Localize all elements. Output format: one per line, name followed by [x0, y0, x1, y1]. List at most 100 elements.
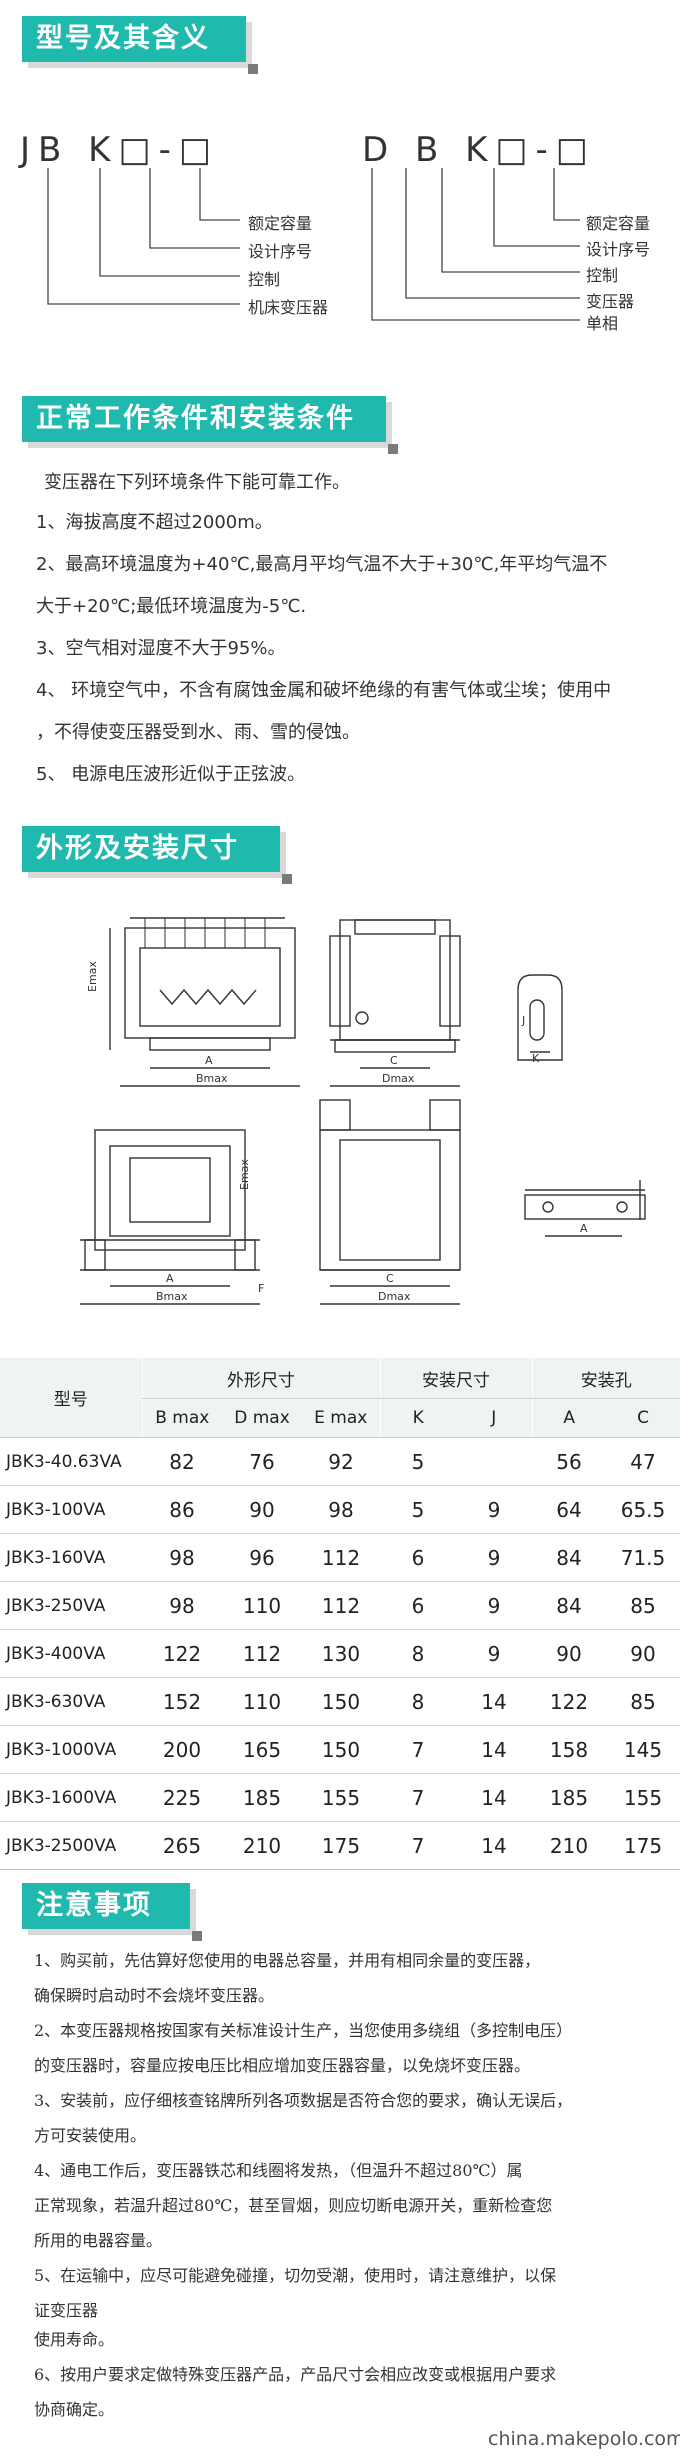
model-right-label-1: 额定容量 [586, 214, 651, 233]
table-cell: 158 [532, 1725, 606, 1774]
label-a-1: A [205, 1054, 213, 1067]
table-cell: 56 [532, 1437, 606, 1486]
section-title-dimensions: 外形及安装尺寸 [22, 826, 292, 884]
model-code-right: D B K□-□ [362, 130, 596, 170]
label-k: K [532, 1052, 540, 1065]
condition-item-4b: ，不得使变压器受到水、雨、雪的侵蚀。 [36, 722, 360, 743]
table-cell: 7 [380, 1821, 456, 1870]
header-c: C [606, 1398, 680, 1438]
cell-model: JBK3-1600VA [0, 1773, 142, 1822]
notes-list: 1、购买前，先估算好您使用的电器总容量，并用有相同余量的变压器， 确保瞬时启动时… [34, 1946, 674, 2430]
cell-model: JBK3-40.63VA [0, 1437, 142, 1486]
label-a-3: A [580, 1222, 588, 1235]
table-cell: 175 [302, 1821, 380, 1870]
table-cell: 76 [222, 1437, 302, 1486]
section-title-model: 型号及其含义 [22, 16, 258, 74]
table-cell: 47 [606, 1437, 680, 1486]
condition-item-4: 4、 环境空气中，不含有腐蚀金属和破坏绝缘的有害气体或尘埃；使用中 [36, 680, 612, 701]
table-cell: 210 [532, 1821, 606, 1870]
table-cell: 14 [456, 1725, 532, 1774]
table-cell: 85 [606, 1581, 680, 1630]
table-cell: 265 [142, 1821, 222, 1870]
cell-model: JBK3-400VA [0, 1629, 142, 1678]
table-cell: 82 [142, 1437, 222, 1486]
header-group-mount: 安装尺寸 [379, 1358, 532, 1399]
conditions-intro: 变压器在下列环境条件下能可靠工作。 [44, 472, 350, 493]
table-cell: 112 [302, 1581, 380, 1630]
header-emax: E max [302, 1398, 380, 1438]
table-cell: 14 [456, 1773, 532, 1822]
table-cell: 71.5 [606, 1533, 680, 1582]
table-cell: 145 [606, 1725, 680, 1774]
table-cell: 85 [606, 1677, 680, 1726]
label-dmax-1: Dmax [382, 1072, 415, 1085]
table-cell: 90 [606, 1629, 680, 1678]
table-cell: 7 [380, 1725, 456, 1774]
table-cell: 210 [222, 1821, 302, 1870]
label-j: J [521, 1014, 525, 1027]
model-right-label-5: 单相 [586, 314, 619, 333]
label-emax-1: Emax [86, 961, 99, 992]
header-dmax: D max [222, 1398, 302, 1438]
table-cell: 64 [532, 1485, 606, 1534]
model-left-label-3: 控制 [248, 270, 281, 289]
label-a-2: A [166, 1272, 174, 1285]
note-line: 使用寿命。 [34, 2330, 115, 2349]
table-cell: 14 [456, 1821, 532, 1870]
cell-model: JBK3-2500VA [0, 1821, 142, 1870]
table-cell: 155 [606, 1773, 680, 1822]
model-right-label-4: 变压器 [586, 292, 635, 311]
condition-item-2b: 大于+20℃;最低环境温度为-5℃. [36, 596, 307, 617]
table-cell [456, 1437, 532, 1486]
footer-watermark: china.makepolo.com [488, 2428, 680, 2450]
note-line: 方可安装使用。 [34, 2126, 147, 2145]
table-cell: 92 [302, 1437, 380, 1486]
table-cell: 86 [142, 1485, 222, 1534]
note-line: 6、按用户要求定做特殊变压器产品，产品尺寸会相应改变或根据用户要求 [34, 2365, 557, 2384]
dimension-drawings: Emax A Bmax C Dmax J K Emax A Bmax F C D… [80, 917, 646, 1305]
table-cell: 185 [222, 1773, 302, 1822]
table-cell: 9 [456, 1629, 532, 1678]
note-line: 2、本变压器规格按国家有关标准设计生产，当您使用多绕组（多控制电压） [34, 2021, 573, 2040]
table-cell: 6 [380, 1533, 456, 1582]
cell-model: JBK3-160VA [0, 1533, 142, 1582]
table-cell: 96 [222, 1533, 302, 1582]
table-cell: 225 [142, 1773, 222, 1822]
table-cell: 8 [380, 1677, 456, 1726]
condition-item-1: 1、海拔高度不超过2000m。 [36, 512, 273, 533]
note-line: 的变压器时，容量应按电压比相应增加变压器容量，以免烧坏变压器。 [34, 2056, 531, 2075]
model-right-label-2: 设计序号 [586, 240, 651, 259]
label-bmax-1: Bmax [196, 1072, 228, 1085]
label-c-2: C [386, 1272, 394, 1285]
note-line: 4、通电工作后，变压器铁芯和线圈将发热，（但温升不超过80℃）属 [34, 2161, 523, 2180]
label-c-1: C [390, 1054, 398, 1067]
model-code-left: JB K□-□ [20, 130, 219, 170]
label-bmax-2: Bmax [156, 1290, 188, 1303]
table-cell: 8 [380, 1629, 456, 1678]
table-cell: 5 [380, 1485, 456, 1534]
table-cell: 150 [302, 1725, 380, 1774]
header-group-outline: 外形尺寸 [141, 1358, 380, 1399]
table-cell: 185 [532, 1773, 606, 1822]
cell-model: JBK3-1000VA [0, 1725, 142, 1774]
model-left-label-1: 额定容量 [248, 214, 313, 233]
note-line: 所用的电器容量。 [34, 2231, 163, 2250]
cell-model: JBK3-630VA [0, 1677, 142, 1726]
header-a: A [531, 1398, 606, 1438]
table-cell: 6 [380, 1581, 456, 1630]
header-model: 型号 [0, 1358, 142, 1438]
note-line: 证变压器 [34, 2301, 99, 2320]
note-line: 协商确定。 [34, 2400, 115, 2419]
table-cell: 98 [142, 1581, 222, 1630]
table-cell: 5 [380, 1437, 456, 1486]
header-k: K [379, 1398, 456, 1438]
model-right-label-3: 控制 [586, 266, 619, 285]
table-cell: 175 [606, 1821, 680, 1870]
